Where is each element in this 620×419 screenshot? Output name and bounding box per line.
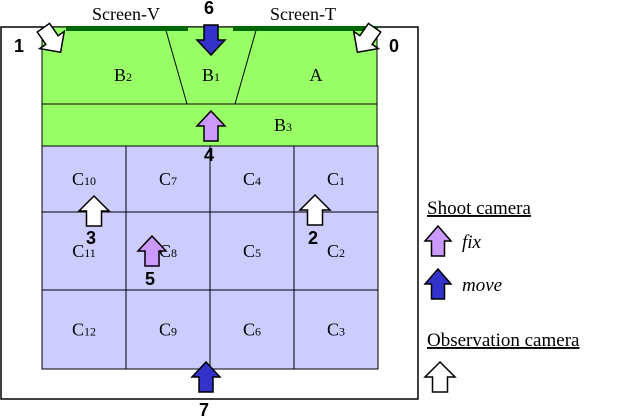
legend-observation-arrow <box>423 360 457 393</box>
cell-c6 <box>209 289 295 370</box>
cell-label-c10: C10 <box>72 169 96 189</box>
camera-number-6: 6 <box>204 0 214 18</box>
camera-arrows <box>36 22 457 393</box>
legend-move-label: move <box>462 275 502 296</box>
cell-label-c3: C3 <box>327 320 345 340</box>
zone-divider-right <box>234 26 258 105</box>
cell-c9 <box>125 289 211 370</box>
cell-label-c1: C1 <box>327 169 345 189</box>
camera-number-3: 3 <box>86 228 96 248</box>
zone-label-b2: B2 <box>114 65 132 85</box>
screen-t-bar <box>233 26 378 31</box>
camera-number-4: 4 <box>204 145 214 165</box>
cell-label-c11: C11 <box>72 241 96 261</box>
legend: Shoot camera fix move Observation camera <box>427 198 580 351</box>
cell-label-c5: C5 <box>243 241 261 261</box>
zone-label-b1: B1 <box>202 65 220 85</box>
cell-c4 <box>209 145 295 213</box>
cell-c11 <box>41 211 127 291</box>
camera-number-5: 5 <box>145 269 155 289</box>
zone-label-b3: B3 <box>274 115 292 135</box>
cell-label-c4: C4 <box>243 169 261 189</box>
cell-label-c7: C7 <box>159 169 177 189</box>
cell-c3 <box>293 289 379 370</box>
legend-move-arrow <box>423 267 453 300</box>
observation-arrow-0 <box>352 22 382 54</box>
screen-v-label: Screen-V <box>92 4 160 24</box>
fix-arrow-4 <box>195 109 227 142</box>
zone-c-grid: C10C7C4C1C11C8C5C2C12C9C6C3 <box>41 145 379 370</box>
fix-arrow-5 <box>136 234 168 267</box>
observation-arrow-1 <box>36 22 66 54</box>
camera-number-1: 1 <box>14 36 24 56</box>
screen-t-label: Screen-T <box>270 4 336 24</box>
cell-label-c2: C2 <box>327 241 345 261</box>
camera-number-7: 7 <box>199 400 209 419</box>
observation-arrow-3 <box>77 194 111 227</box>
move-arrow-6 <box>195 24 227 57</box>
cell-c12 <box>41 289 127 370</box>
move-arrow-7 <box>190 360 222 393</box>
cell-label-c6: C6 <box>243 320 261 340</box>
cell-label-c12: C12 <box>72 320 96 340</box>
legend-shoot-title: Shoot camera <box>427 198 532 219</box>
legend-fix-arrow <box>423 224 453 257</box>
legend-fix-label: fix <box>462 232 482 253</box>
cell-label-c9: C9 <box>159 320 177 340</box>
legend-observation-title: Observation camera <box>427 330 580 351</box>
screen-v-bar <box>66 26 188 31</box>
zone-divider-left <box>164 26 188 105</box>
zone-label-a: A <box>310 65 323 85</box>
camera-number-2: 2 <box>308 228 318 248</box>
camera-number-0: 0 <box>389 36 399 56</box>
observation-arrow-2 <box>298 193 332 226</box>
